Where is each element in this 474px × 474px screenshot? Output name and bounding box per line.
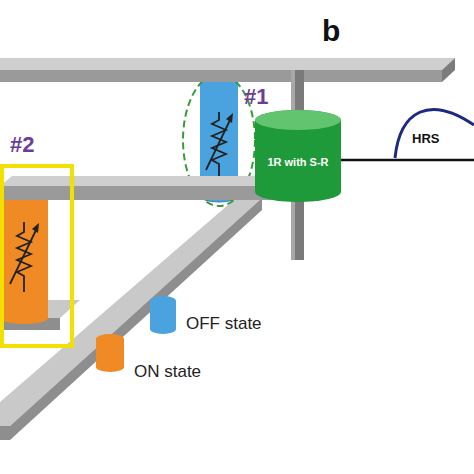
arrow-head [226,113,233,123]
variable-arrow [10,228,37,284]
legend-swatch-frame [96,334,124,372]
cylinder-cell: 1R with S-R [255,110,341,202]
legend-label: ON state [134,362,201,382]
cylinder-top [255,110,341,130]
on-cell [0,200,48,324]
top-electrode [0,58,455,70]
legend-swatch [150,296,176,334]
cylinder-body [255,110,341,202]
panel-letter: b [322,14,340,48]
legend-label: OFF state [186,314,262,334]
cell-label: 1R with S-R [267,156,328,168]
bottom-electrode [0,198,262,426]
bottom-electrode-side [0,198,262,440]
top-electrode-side [0,70,442,82]
variable-arrow [206,118,231,170]
top-electrode-side [0,186,288,200]
axis-line [341,159,474,162]
state-label: HRS [412,131,439,146]
legend-swatch [96,334,124,372]
arrow-head [32,223,39,233]
top-electrode-end [442,58,455,82]
legend-swatch-frame [150,296,176,334]
callout-number: #1 [244,84,268,110]
callout-number: #2 [10,132,34,158]
highlight-box [2,166,72,346]
hrs-curve [395,110,474,158]
